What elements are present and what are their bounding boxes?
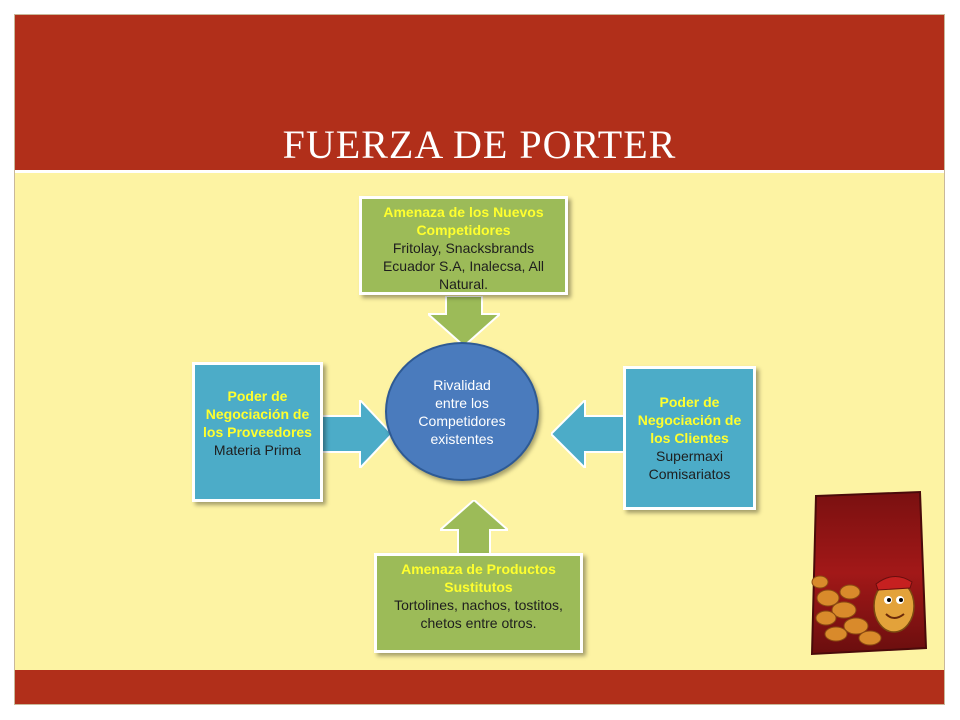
rivalry-line-2: entre los: [435, 394, 489, 411]
slide: FUERZA DE PORTER: [14, 14, 945, 705]
slide-title: FUERZA DE PORTER: [282, 122, 677, 167]
suppliers-text: Materia Prima: [213, 442, 302, 458]
right-arrow-icon: [322, 400, 392, 468]
title-divider: [15, 170, 944, 173]
up-arrow-icon: [440, 500, 508, 556]
substitutes-text: Tortolines, nachos, tostitos,chetos entr…: [394, 597, 563, 631]
left-arrow-icon: [551, 400, 627, 468]
rivalry-line-1: Rivalidad: [433, 376, 491, 393]
rivalry-line-4: existentes: [430, 430, 494, 447]
rivalry-line-3: Competidores: [418, 412, 506, 429]
header-band: [15, 15, 944, 170]
rivalry-circle: Rivalidad entre los Competidores existen…: [385, 342, 539, 481]
down-arrow-icon: [428, 296, 500, 346]
snack-bag-image: [810, 490, 928, 656]
footer-band: [15, 670, 944, 704]
